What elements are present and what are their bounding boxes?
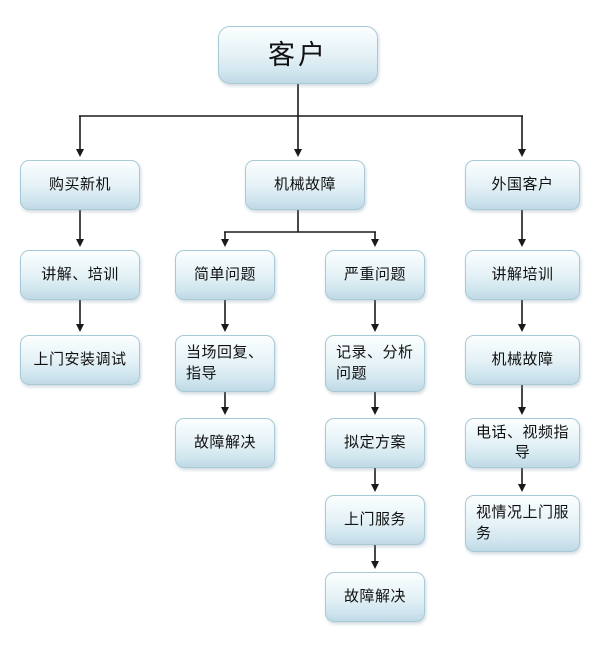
node-foreign-customer[interactable]: 外国客户 bbox=[465, 160, 580, 210]
node-label: 客户 bbox=[268, 39, 328, 70]
node-mechanical-failure-foreign[interactable]: 机械故障 bbox=[465, 335, 580, 385]
node-mechanical-failure[interactable]: 机械故障 bbox=[245, 160, 365, 210]
node-label: 外国客户 bbox=[491, 175, 554, 193]
node-onsite-reply-guide[interactable]: 当场回复、指导 bbox=[175, 335, 275, 392]
node-explain-training[interactable]: 讲解培训 bbox=[465, 250, 580, 300]
node-draft-plan[interactable]: 拟定方案 bbox=[325, 418, 425, 468]
node-onsite-service[interactable]: 上门服务 bbox=[325, 495, 425, 545]
node-label: 严重问题 bbox=[343, 265, 406, 283]
node-failure-resolved-simple[interactable]: 故障解决 bbox=[175, 418, 275, 468]
node-label: 上门服务 bbox=[343, 510, 406, 528]
node-simple-problem[interactable]: 简单问题 bbox=[175, 250, 275, 300]
node-explain-and-train[interactable]: 讲解、培训 bbox=[20, 250, 140, 300]
node-buy-new-machine[interactable]: 购买新机 bbox=[20, 160, 140, 210]
node-label: 简单问题 bbox=[193, 265, 256, 283]
node-serious-problem[interactable]: 严重问题 bbox=[325, 250, 425, 300]
node-label: 机械故障 bbox=[491, 350, 554, 368]
node-record-analyze-problem[interactable]: 记录、分析问题 bbox=[325, 335, 425, 392]
node-onsite-install-debug[interactable]: 上门安装调试 bbox=[20, 335, 140, 385]
node-label: 拟定方案 bbox=[343, 433, 406, 451]
node-label: 视情况上门服务 bbox=[476, 504, 570, 542]
node-label: 上门安装调试 bbox=[33, 350, 127, 368]
node-label: 电话、视频指导 bbox=[476, 423, 570, 461]
node-label: 讲解培训 bbox=[491, 265, 554, 283]
node-root[interactable]: 客户 bbox=[218, 26, 378, 84]
node-label: 故障解决 bbox=[343, 587, 406, 605]
node-label: 记录、分析问题 bbox=[336, 344, 414, 382]
node-failure-resolved-serious[interactable]: 故障解决 bbox=[325, 572, 425, 622]
node-label: 当场回复、指导 bbox=[186, 344, 264, 382]
node-label: 机械故障 bbox=[273, 175, 336, 193]
node-label: 讲解、培训 bbox=[41, 265, 119, 283]
node-label: 故障解决 bbox=[193, 433, 256, 451]
node-label: 购买新机 bbox=[48, 175, 111, 193]
node-phone-video-guidance[interactable]: 电话、视频指导 bbox=[465, 418, 580, 468]
node-onsite-service-if-needed[interactable]: 视情况上门服务 bbox=[465, 495, 580, 552]
